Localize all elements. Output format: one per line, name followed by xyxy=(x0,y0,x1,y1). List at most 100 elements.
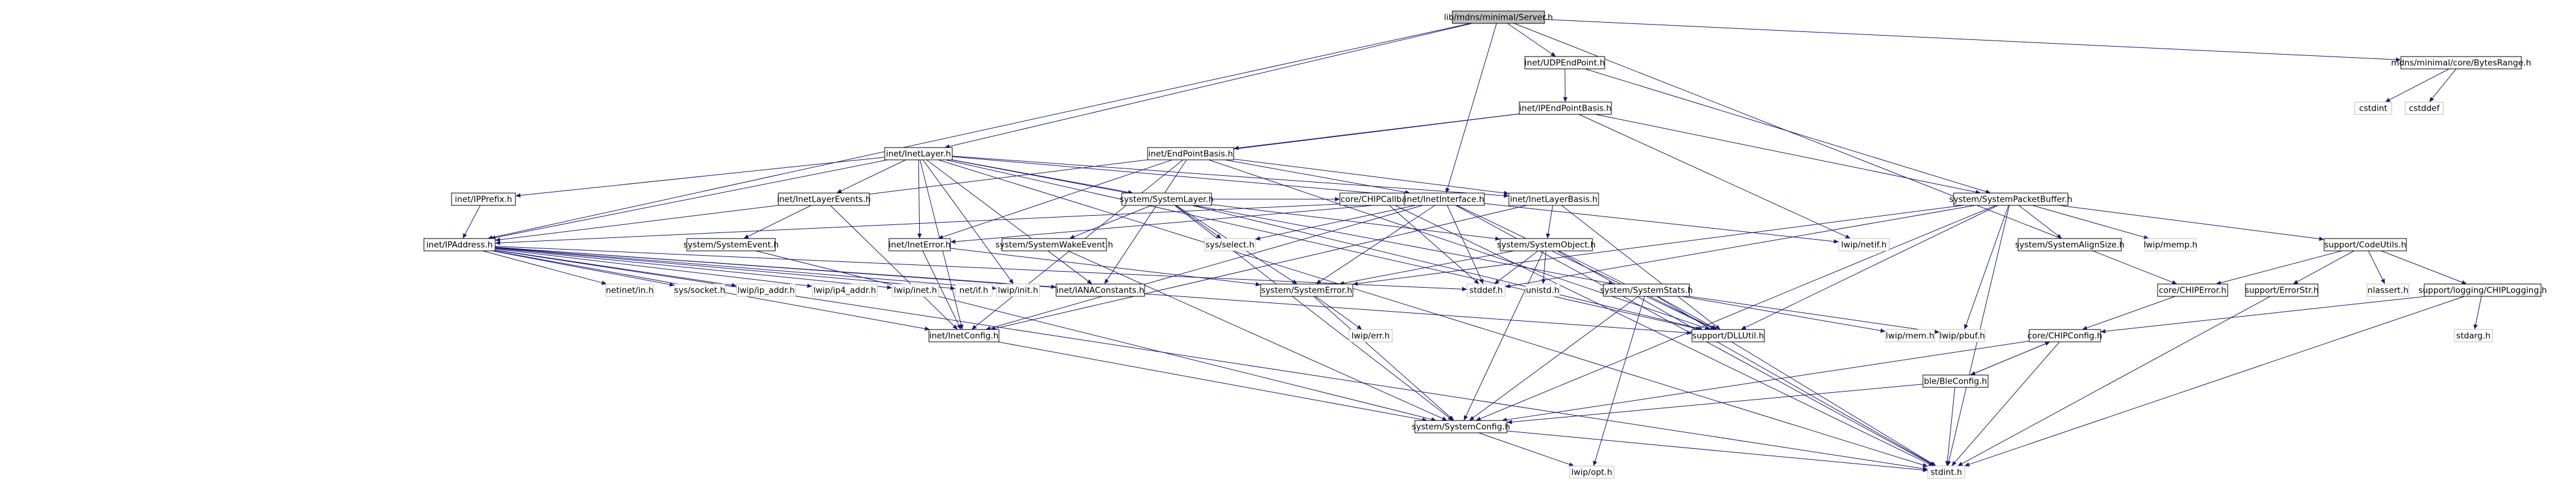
include-edge-epbasis-to-inetinterface xyxy=(1224,159,1411,195)
node-box xyxy=(888,238,951,251)
node-label: cstddef xyxy=(2409,104,2440,114)
node-errorstr[interactable]: support/ErrorStr.h xyxy=(2245,283,2319,297)
node-chiplogging[interactable]: support/logging/CHIPLogging.h xyxy=(2418,283,2547,297)
node-bytesrange[interactable]: mdns/minimal/core/BytesRange.h xyxy=(2391,56,2531,69)
node-label: system/SystemStats.h xyxy=(1600,286,1693,296)
node-box xyxy=(1922,374,1989,388)
node-ipprefix[interactable]: inet/IPPrefix.h xyxy=(451,192,516,206)
node-sysselect: sys/select.h xyxy=(1204,238,1256,251)
node-label: support/DLLUtil.h xyxy=(1693,331,1764,341)
include-edge-ipaddress-to-lwipip4addr xyxy=(495,248,812,288)
node-codeutils[interactable]: support/CodeUtils.h xyxy=(2323,238,2407,251)
arrowhead-icon xyxy=(1686,330,1692,335)
node-box xyxy=(2354,101,2392,115)
node-sysstats[interactable]: system/SystemStats.h xyxy=(1600,283,1693,297)
node-ineterror[interactable]: inet/InetError.h xyxy=(888,238,951,251)
include-edge-ipaddress-to-stddef xyxy=(495,246,1467,291)
node-lwipnetif: lwip/netif.h xyxy=(1838,238,1890,251)
node-label: inet/UDPEndPoint.h xyxy=(1525,58,1605,68)
node-systemlayer[interactable]: system/SystemLayer.h xyxy=(1120,192,1214,206)
node-inetinterface[interactable]: inet/InetInterface.h xyxy=(1404,192,1485,206)
node-box xyxy=(812,283,878,297)
node-inetlayerbasis[interactable]: inet/InetLayerBasis.h xyxy=(1508,192,1599,206)
include-edge-syserror-to-lwiperr xyxy=(1315,296,1362,330)
arrowhead-icon xyxy=(957,324,961,330)
node-box xyxy=(1569,465,1615,479)
arrowhead-icon xyxy=(743,234,750,239)
node-lwipipaddr: lwip/ip_addr.h xyxy=(736,283,796,297)
include-edge-sysobject-to-sysconfig xyxy=(1463,250,1544,421)
node-box xyxy=(2029,329,2101,342)
include-edge-errorstr-to-stdint xyxy=(1957,296,2271,466)
include-edge-sysobject-to-stdint xyxy=(1557,250,1936,466)
node-label: ble/BleConfig.h xyxy=(1924,377,1987,387)
node-epbasis[interactable]: inet/EndPointBasis.h xyxy=(1147,147,1234,160)
arrowhead-icon xyxy=(2171,280,2177,285)
node-bleconfig[interactable]: ble/BleConfig.h xyxy=(1922,374,1989,388)
node-label: lib/mdns/minimal/Server.h xyxy=(1444,13,1552,23)
node-unistd: unistd.h xyxy=(1525,283,1560,297)
node-pktbuf[interactable]: system/SystemPacketBuffer.h xyxy=(1949,192,2072,206)
node-box xyxy=(1001,238,1107,251)
node-label: inet/InetConfig.h xyxy=(930,331,999,341)
include-edge-sysstats-to-lwippbuf xyxy=(1689,296,1940,334)
node-alignsize[interactable]: system/SystemAlignSize.h xyxy=(2015,238,2124,251)
node-label: inet/IPEndPointBasis.h xyxy=(1519,104,1611,114)
include-edge-udpep-to-pktbuf xyxy=(1584,68,1991,194)
node-label: system/SystemLayer.h xyxy=(1120,195,1214,205)
include-edge-pktbuf-to-codeutils xyxy=(2058,205,2324,241)
node-label: system/SystemWakeEvent.h xyxy=(995,240,1113,250)
node-lwipinit: lwip/init.h xyxy=(996,283,1040,297)
node-inetlayer[interactable]: inet/InetLayer.h xyxy=(884,147,953,160)
node-server[interactable]: lib/mdns/minimal/Server.h xyxy=(1444,10,1553,24)
arrowhead-icon xyxy=(1051,284,1056,289)
node-ipaddress[interactable]: inet/IPAddress.h xyxy=(423,238,496,251)
node-inetconfig[interactable]: inet/InetConfig.h xyxy=(928,329,1000,342)
include-edge-pktbuf-to-lwipmemp xyxy=(2032,205,2149,240)
arrowhead-icon xyxy=(925,326,930,331)
node-box xyxy=(1603,283,1690,297)
node-chipcallback[interactable]: core/CHIPCallback.h xyxy=(1339,192,1425,206)
node-label: inet/InetLayerEvents.h xyxy=(777,195,871,205)
include-edge-ipaddress-to-lwipinet xyxy=(495,248,892,290)
include-edge-epbasis-to-ineterror xyxy=(938,159,1173,239)
include-edge-inetlayer-to-inetinterface xyxy=(952,156,1404,198)
node-box xyxy=(1055,283,1145,297)
include-edge-sysobject-to-stddef xyxy=(1494,250,1539,284)
node-box xyxy=(2424,283,2542,297)
include-edge-sysstats-to-sysconfig xyxy=(1469,296,1638,421)
include-edge-sysstats-to-stdint xyxy=(1656,296,1936,466)
node-ipepbasis[interactable]: inet/IPEndPointBasis.h xyxy=(1519,101,1612,115)
include-edge-sysstats-to-lwipopt xyxy=(1592,296,1645,466)
node-label: system/SystemObject.h xyxy=(1497,240,1596,250)
node-lwiperr: lwip/err.h xyxy=(1349,329,1393,342)
node-sysconfig[interactable]: system/SystemConfig.h xyxy=(1412,420,1510,433)
include-edge-inetinterface-to-inetconfig xyxy=(985,205,1423,331)
include-edge-inetconfig-to-sysconfig xyxy=(997,341,1428,422)
include-edge-ipaddress-to-syssocket xyxy=(491,250,675,287)
include-edge-chiplogging-to-stdint xyxy=(1964,296,2465,467)
include-edge-inetlayer-to-ianaconst xyxy=(926,159,1092,284)
node-ianaconst[interactable]: inet/IANAConstants.h xyxy=(1055,283,1145,297)
node-inetlayerevents[interactable]: inet/InetLayerEvents.h xyxy=(777,192,871,206)
node-box xyxy=(1953,192,2069,206)
node-label: core/CHIPError.h xyxy=(2159,286,2226,296)
arrowhead-icon xyxy=(938,235,944,239)
node-udpep[interactable]: inet/UDPEndPoint.h xyxy=(1524,56,1605,69)
node-systemevent[interactable]: system/SystemEvent.h xyxy=(683,238,779,251)
node-chipconfig[interactable]: core/CHIPConfig.h xyxy=(2027,329,2102,342)
include-edge-chiperror-to-chipconfig xyxy=(2082,296,2176,330)
node-chiperror[interactable]: core/CHIPError.h xyxy=(2157,283,2228,297)
node-cstdint: cstdint xyxy=(2354,101,2392,115)
arrowhead-icon xyxy=(1541,279,1546,284)
node-dllutil[interactable]: support/DLLUtil.h xyxy=(1691,329,1765,342)
arrowhead-icon xyxy=(1335,197,1340,202)
node-wakeevent[interactable]: system/SystemWakeEvent.h xyxy=(995,238,1113,251)
node-box xyxy=(605,283,654,297)
include-edge-inetlayerevents-to-systemevent xyxy=(743,205,812,239)
node-box xyxy=(1525,283,1560,297)
node-lwipmemp: lwip/memp.h xyxy=(2143,238,2198,251)
node-syserror[interactable]: system/SystemError.h xyxy=(1260,283,1353,297)
arrowhead-icon xyxy=(1568,462,1575,467)
node-sysobject[interactable]: system/SystemObject.h xyxy=(1497,238,1596,251)
